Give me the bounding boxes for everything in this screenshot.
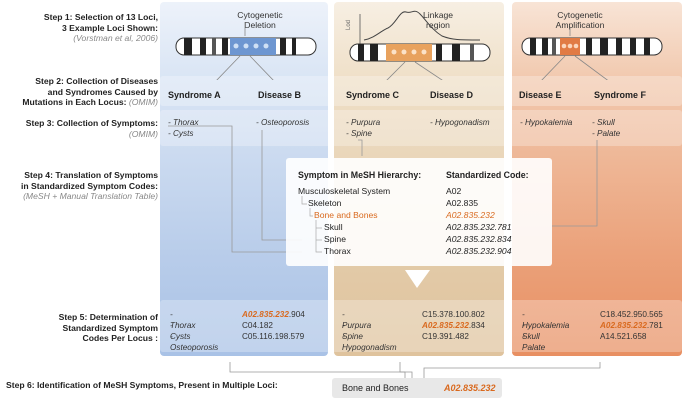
- mesh-term: Spine: [324, 234, 346, 244]
- mesh-term: Skeleton: [308, 198, 342, 208]
- mesh-term: Thorax: [324, 246, 351, 256]
- mesh-tree-lines: [301, 196, 322, 253]
- chromosome-linkage: [349, 10, 491, 80]
- mesh-code: A02.835.232.834: [446, 234, 512, 244]
- chromosome-illustrations: [175, 10, 663, 80]
- symptom-list-c: - Purpura- Spine: [346, 118, 381, 138]
- mesh-hierarchy-box: Symptom in MeSH Hierarchy: Standardized …: [286, 158, 552, 266]
- symptom-list-b: - Osteoporosis: [256, 118, 310, 127]
- disease-syndrome-c: Syndrome C: [346, 90, 400, 100]
- step4-label: Step 4: Translation of Symptoms in Stand…: [20, 170, 158, 201]
- mesh-code: A02.835.232.904: [446, 246, 512, 256]
- mesh-term: Musculoskeletal System: [298, 186, 391, 196]
- symptom-list-f: - Skull- Palate: [592, 118, 621, 138]
- step1-label: Step 1: Selection of 13 Loci, 3 Example …: [43, 12, 158, 43]
- mesh-code: A02.835: [446, 198, 479, 208]
- mesh-code-highlight: A02.835.232: [446, 210, 495, 220]
- step3-label: Step 3: Collection of Symptoms: (OMIM): [25, 118, 158, 139]
- mesh-code: A02.835.232.781: [446, 222, 512, 232]
- step6-label: Step 6: Identification of MeSH Symptoms,…: [6, 380, 278, 390]
- row-band-step5: [160, 300, 682, 352]
- mesh-term: Skull: [324, 222, 343, 232]
- disease-disease-b: Disease B: [258, 90, 302, 100]
- step5-label: Step 5: Determination of Standardized Sy…: [58, 312, 158, 343]
- chromosome-amplification: [521, 28, 663, 80]
- chromosome-deletion: [175, 22, 317, 80]
- disease-disease-d: Disease D: [430, 90, 474, 100]
- disease-disease-e: Disease E: [519, 90, 562, 100]
- step2-label: Step 2: Collection of Diseases and Syndr…: [22, 76, 158, 107]
- mesh-term-highlight: Bone and Bones: [314, 210, 378, 220]
- row-band-step3: [160, 110, 682, 146]
- mesh-header-code: Standardized Code:: [446, 170, 529, 180]
- final-result-box: Bone and Bones A02.835.232: [332, 378, 502, 398]
- mesh-header-symptom: Symptom in MeSH Hierarchy:: [298, 170, 422, 180]
- mesh-code: A02: [446, 186, 462, 196]
- final-result-name: Bone and Bones: [342, 383, 409, 393]
- symptom-list-a: - Thorax- Cysts: [168, 118, 199, 138]
- row-band-step2: [160, 76, 682, 106]
- final-result-code: A02.835.232: [444, 383, 496, 393]
- symptom-list-e: - Hypokalemia: [520, 118, 573, 127]
- disease-syndrome-a: Syndrome A: [168, 90, 221, 100]
- disease-syndrome-f: Syndrome F: [594, 90, 647, 100]
- symptom-list-d: - Hypogonadism: [430, 118, 490, 127]
